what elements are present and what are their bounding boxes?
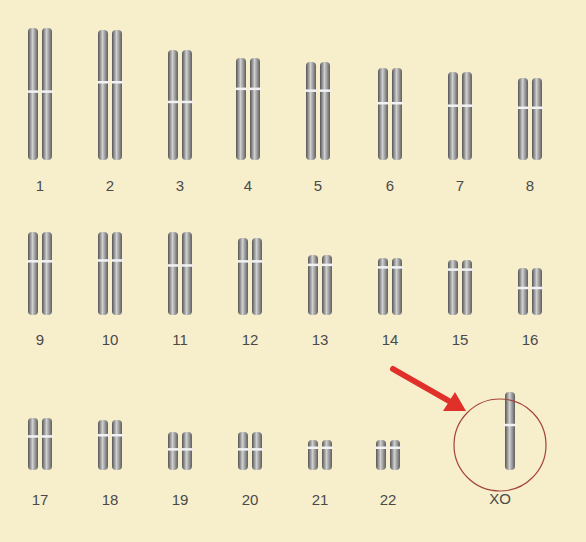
chromosome-number: 15 [438, 331, 482, 349]
chromosome-number: 2 [88, 177, 132, 195]
chromosome [97, 30, 109, 160]
chromosome-number: 10 [88, 331, 132, 349]
chromosome [321, 255, 333, 315]
chromosome [251, 238, 263, 315]
chromosome [181, 50, 193, 160]
chromosome-number: 4 [226, 177, 270, 195]
chromosome [531, 78, 543, 160]
chromosome [375, 440, 387, 470]
highlight-circle: XO [452, 398, 548, 510]
chromosome [391, 68, 403, 160]
chromosome [447, 72, 459, 160]
chromosome [237, 432, 249, 470]
chromosome [461, 260, 473, 315]
chromosome-number: 1 [18, 177, 62, 195]
chromosome [319, 62, 331, 160]
chromosome-number: 22 [366, 491, 410, 509]
chromosome [391, 258, 403, 315]
chromosome-number: 19 [158, 491, 202, 509]
chromosome [517, 268, 529, 315]
chromosome-number: 8 [508, 177, 552, 195]
chromosome-number: 11 [158, 331, 202, 349]
chromosome [27, 232, 39, 315]
chromosome [504, 392, 516, 470]
chromosome [377, 258, 389, 315]
chromosome [235, 58, 247, 160]
chromosome [307, 255, 319, 315]
chromosome [27, 28, 39, 160]
chromosome [305, 62, 317, 160]
chromosome [389, 440, 401, 470]
chromosome [181, 232, 193, 315]
chromosome [167, 50, 179, 160]
chromosome-number: 5 [296, 177, 340, 195]
chromosome-number: 20 [228, 491, 272, 509]
chromosome-number: 13 [298, 331, 342, 349]
chromosome [41, 418, 53, 470]
chromosome-number: 14 [368, 331, 412, 349]
chromosome [461, 72, 473, 160]
chromosome [447, 260, 459, 315]
pointer-arrow [393, 369, 466, 411]
chromosome-number: 17 [18, 491, 62, 509]
chromosome [307, 440, 319, 470]
chromosome-number: 18 [88, 491, 132, 509]
chromosome-number: 6 [368, 177, 412, 195]
chromosome-number: 9 [18, 331, 62, 349]
chromosome-number: 16 [508, 331, 552, 349]
sex-chromosome-label: XO [452, 490, 548, 508]
chromosome [167, 432, 179, 470]
chromosome [377, 68, 389, 160]
chromosome [41, 232, 53, 315]
chromosome [41, 28, 53, 160]
chromosome [237, 238, 249, 315]
chromosome-number: 7 [438, 177, 482, 195]
chromosome-number: 3 [158, 177, 202, 195]
chromosome [111, 30, 123, 160]
chromosome [27, 418, 39, 470]
chromosome [517, 78, 529, 160]
chromosome [97, 420, 109, 470]
chromosome [111, 420, 123, 470]
chromosome [181, 432, 193, 470]
chromosome [97, 232, 109, 315]
chromosome [167, 232, 179, 315]
chromosome-number: 12 [228, 331, 272, 349]
chromosome [249, 58, 261, 160]
chromosome [251, 432, 263, 470]
chromosome [531, 268, 543, 315]
chromosome [321, 440, 333, 470]
chromosome-number: 21 [298, 491, 342, 509]
chromosome [111, 232, 123, 315]
